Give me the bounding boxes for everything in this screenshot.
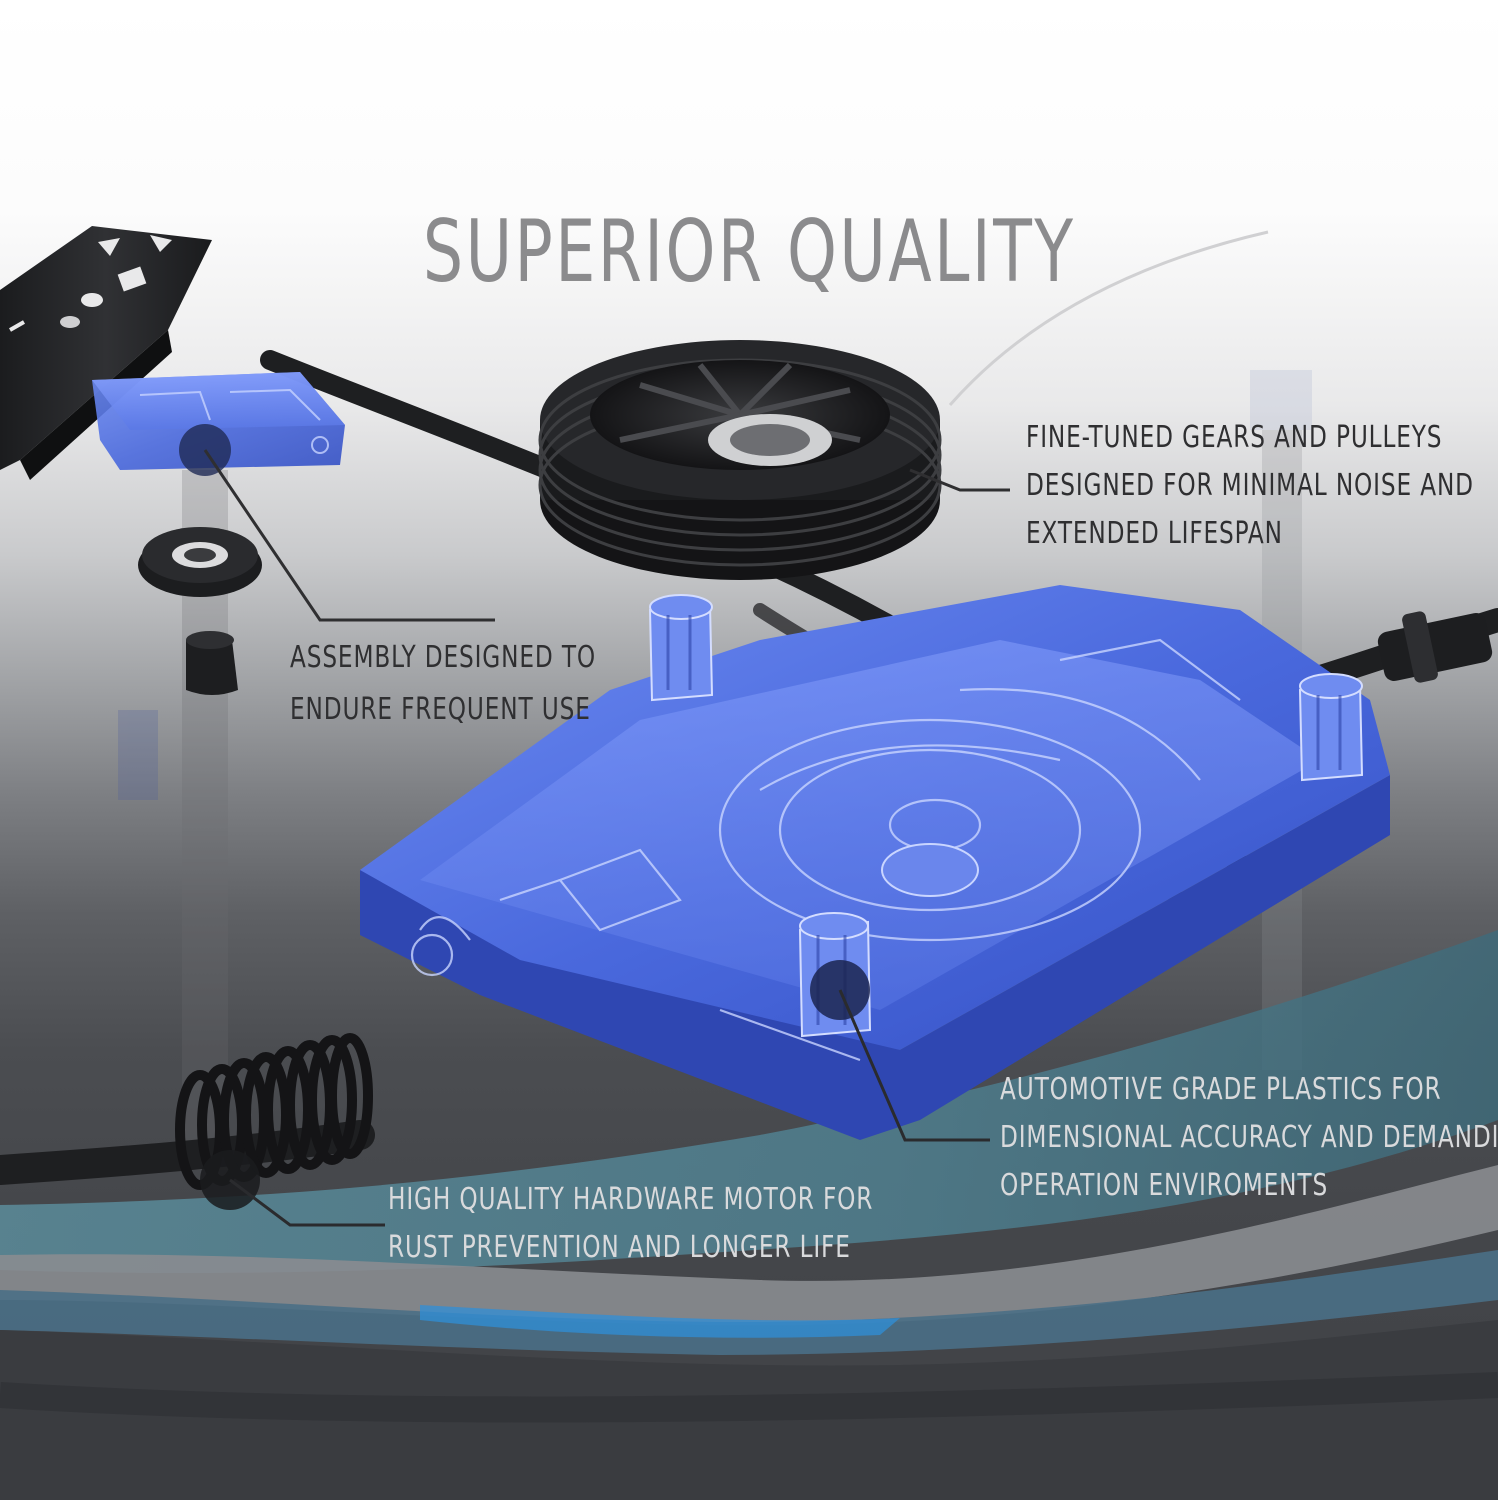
hardware-callout: HIGH QUALITY HARDWARE MOTOR FOR RUST PRE… <box>388 1176 873 1272</box>
cable-drum <box>538 340 942 580</box>
assembly-callout-line-1: ASSEMBLY DESIGNED TO <box>290 640 597 675</box>
gears-callout-line-3: EXTENDED LIFESPAN <box>1026 516 1283 551</box>
assembly-callout-line-2: ENDURE FREQUENT USE <box>290 692 591 727</box>
bottom-swooshes <box>0 930 1498 1500</box>
blue-regulator-housing <box>360 585 1390 1140</box>
gears-callout-line-1: FINE-TUNED GEARS AND PULLEYS <box>1026 420 1443 455</box>
cable-end-fitting <box>1377 611 1493 683</box>
rubber-grommet <box>186 631 238 695</box>
callout-leaders <box>179 424 1010 1227</box>
plastics-callout-line-2: DIMENSIONAL ACCURACY AND DEMANDING <box>1000 1120 1498 1155</box>
blue-rail-clip <box>92 372 345 470</box>
assembly-callout: ASSEMBLY DESIGNED TO ENDURE FREQUENT USE <box>290 632 596 736</box>
decorative-arc <box>948 230 1269 406</box>
hardware-callout-line-1: HIGH QUALITY HARDWARE MOTOR FOR <box>388 1182 874 1217</box>
hardware-callout-line-2: RUST PREVENTION AND LONGER LIFE <box>388 1230 851 1265</box>
plastics-callout-line-3: OPERATION ENVIROMENTS <box>1000 1168 1329 1203</box>
gears-callout: FINE-TUNED GEARS AND PULLEYS DESIGNED FO… <box>1026 414 1474 558</box>
plastics-callout: AUTOMOTIVE GRADE PLASTICS FOR DIMENSIONA… <box>1000 1066 1498 1210</box>
page-title: SUPERIOR QUALITY <box>422 202 1076 302</box>
small-pulley <box>138 527 262 597</box>
gears-callout-line-2: DESIGNED FOR MINIMAL NOISE AND <box>1026 468 1474 503</box>
plastics-callout-line-1: AUTOMOTIVE GRADE PLASTICS FOR <box>1000 1072 1442 1107</box>
